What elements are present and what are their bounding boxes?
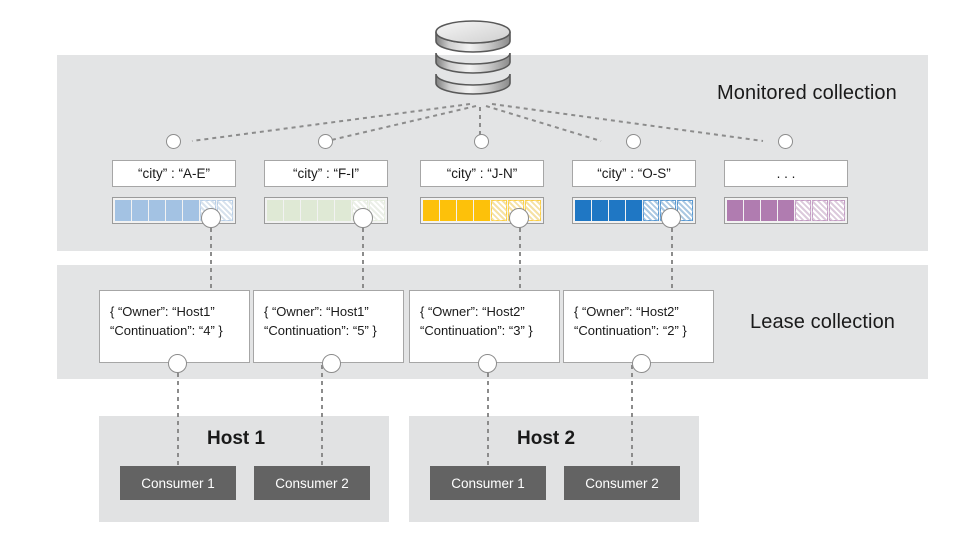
lease-owner-line: { “Owner”: “Host1” — [110, 304, 215, 319]
partition-cell-filled — [474, 200, 490, 221]
partition-top-connector-dot — [166, 134, 181, 149]
host-title-1: Host 1 — [207, 428, 266, 449]
partition-cell-filled — [626, 200, 642, 221]
lease-connector-dot — [478, 354, 497, 373]
database-icon — [435, 20, 511, 95]
lease-document-1: { “Owner”: “Host1” “Continuation”: “4” } — [99, 290, 250, 363]
partition-key-label: “city” : “F-I” — [264, 160, 388, 187]
lease-connector-dot — [322, 354, 341, 373]
partition-cell-filled — [132, 200, 148, 221]
partition-top-connector-dot — [626, 134, 641, 149]
partition-cell-filled — [423, 200, 439, 221]
partition-cell-filled — [609, 200, 625, 221]
partition-continuation-marker — [201, 208, 221, 228]
lease-owner-line: { “Owner”: “Host2” — [420, 304, 525, 319]
partition-continuation-marker — [661, 208, 681, 228]
partition-cell-filled — [301, 200, 317, 221]
lease-collection-label: Lease collection — [750, 311, 896, 333]
lease-continuation-line: “Continuation”: “5” } — [264, 322, 377, 338]
partition-cell-empty — [491, 200, 507, 221]
lease-document-2: { “Owner”: “Host1” “Continuation”: “5” } — [253, 290, 404, 363]
lease-document-3: { “Owner”: “Host2” “Continuation”: “3” } — [409, 290, 560, 363]
partition-cell-empty — [812, 200, 828, 221]
lease-connector-dot — [168, 354, 187, 373]
lease-continuation-line: “Continuation”: “2” } — [574, 322, 687, 338]
partition-continuation-marker — [353, 208, 373, 228]
partition-cell-filled — [183, 200, 199, 221]
partition-cell-empty — [643, 200, 659, 221]
partition-cell-filled — [575, 200, 591, 221]
lease-owner-line: { “Owner”: “Host2” — [574, 304, 679, 319]
partition-progress-bar — [572, 197, 696, 224]
partition-cell-filled — [457, 200, 473, 221]
host-title-2: Host 2 — [517, 428, 576, 449]
consumer-1-1[interactable]: Consumer 1 — [120, 466, 236, 500]
lease-connector-dot — [632, 354, 651, 373]
partition-progress-bar — [724, 197, 848, 224]
consumer-2-1[interactable]: Consumer 1 — [430, 466, 546, 500]
partition-key-label: “city” : “O-S” — [572, 160, 696, 187]
partition-cell-filled — [115, 200, 131, 221]
partition-key-label: “city” : “A-E” — [112, 160, 236, 187]
partition-5: . . . — [724, 160, 848, 224]
partition-key-label: . . . — [724, 160, 848, 187]
partition-cell-filled — [778, 200, 794, 221]
monitored-collection-label: Monitored collection — [717, 82, 897, 104]
lease-continuation-line: “Continuation”: “4” } — [110, 322, 223, 338]
partition-cell-filled — [592, 200, 608, 221]
lease-document-4: { “Owner”: “Host2” “Continuation”: “2” } — [563, 290, 714, 363]
partition-cell-filled — [166, 200, 182, 221]
partition-cell-filled — [267, 200, 283, 221]
partition-continuation-marker — [509, 208, 529, 228]
consumer-2-2[interactable]: Consumer 2 — [564, 466, 680, 500]
partition-cell-filled — [335, 200, 351, 221]
partition-cell-filled — [440, 200, 456, 221]
lease-owner-line: { “Owner”: “Host1” — [264, 304, 369, 319]
partition-cell-filled — [761, 200, 777, 221]
partition-cell-empty — [829, 200, 845, 221]
partition-cell-filled — [727, 200, 743, 221]
partition-cell-filled — [149, 200, 165, 221]
partition-cell-filled — [318, 200, 334, 221]
partition-top-connector-dot — [474, 134, 489, 149]
partition-key-label: “city” : “J-N” — [420, 160, 544, 187]
partition-cell-filled — [284, 200, 300, 221]
consumer-1-2[interactable]: Consumer 2 — [254, 466, 370, 500]
partition-cell-empty — [795, 200, 811, 221]
partition-cell-filled — [744, 200, 760, 221]
lease-continuation-line: “Continuation”: “3” } — [420, 322, 533, 338]
partition-top-connector-dot — [318, 134, 333, 149]
partition-4: “city” : “O-S” — [572, 160, 696, 224]
partition-top-connector-dot — [778, 134, 793, 149]
